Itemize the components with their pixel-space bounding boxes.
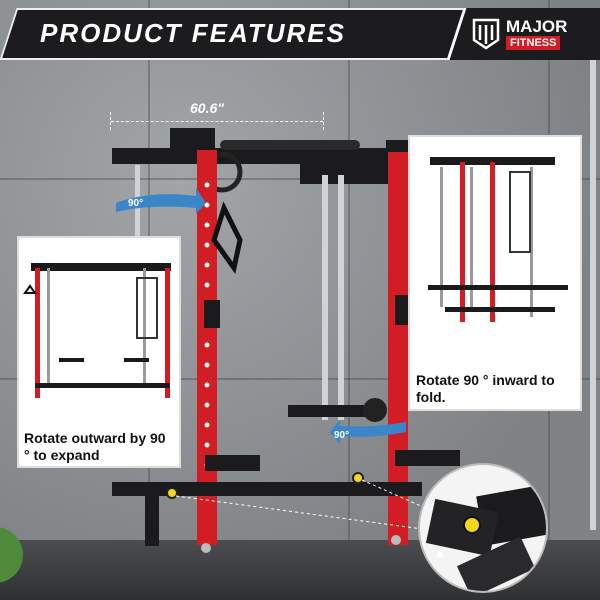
- logo-brand-top: MAJOR: [506, 17, 568, 36]
- guide-rod-far: [135, 165, 140, 255]
- folded-rack-inset: [408, 135, 582, 411]
- width-dimension-line: [110, 112, 324, 130]
- expanded-rack-image: [23, 263, 171, 398]
- right-safety-arm: [395, 450, 460, 466]
- major-fitness-logo: MAJOR FITNESS: [472, 16, 592, 54]
- hinge-detail-image: [425, 484, 546, 591]
- rotate-arrow-bottom: [330, 420, 406, 444]
- right-red-upright: [388, 150, 408, 545]
- pivot-point-left: [166, 487, 178, 499]
- guide-rod-right: [338, 175, 344, 420]
- tricep-handle: [211, 201, 243, 275]
- base-bar: [112, 482, 422, 496]
- rotate-arrow-top: [116, 188, 206, 214]
- logo-brand-bottom: FITNESS: [506, 36, 561, 50]
- right-upright-cap: [386, 140, 408, 152]
- top-crossbar: [112, 148, 412, 164]
- caption-expand: Rotate outward by 90 ° to expand: [20, 428, 178, 466]
- hinge-zoom-detail: [418, 463, 548, 593]
- caption-fold: Rotate 90 ° inward to fold.: [411, 370, 579, 408]
- logo-shield-icon: [472, 18, 500, 50]
- weight-carriage: [288, 405, 368, 417]
- zoom-guide-line-1: [175, 495, 431, 531]
- right-j-hook: [395, 295, 409, 325]
- weight-plate-holder: [363, 398, 387, 422]
- header-banner: PRODUCT FEATURES MAJOR FITNESS: [0, 8, 600, 60]
- left-safety-arm: [205, 455, 260, 471]
- pull-up-bar: [220, 140, 360, 150]
- pivot-point-right: [352, 472, 364, 484]
- width-dimension-label: 60.6": [190, 100, 224, 116]
- barbell-vertical: [590, 60, 596, 530]
- folded-rack-image: [428, 157, 568, 322]
- left-foot: [201, 543, 211, 553]
- left-j-hook: [204, 300, 220, 328]
- rotate-label-top: 90°: [128, 198, 144, 209]
- weight-plate-green: [0, 527, 23, 583]
- rotate-label-bottom: 90°: [334, 430, 350, 441]
- banner-title: PRODUCT FEATURES: [40, 18, 346, 48]
- top-right-bracket: [300, 164, 400, 184]
- left-base-leg: [145, 490, 159, 546]
- zoom-guide-line-2: [361, 479, 431, 511]
- right-foot: [391, 535, 401, 545]
- guide-rod-left: [322, 175, 328, 420]
